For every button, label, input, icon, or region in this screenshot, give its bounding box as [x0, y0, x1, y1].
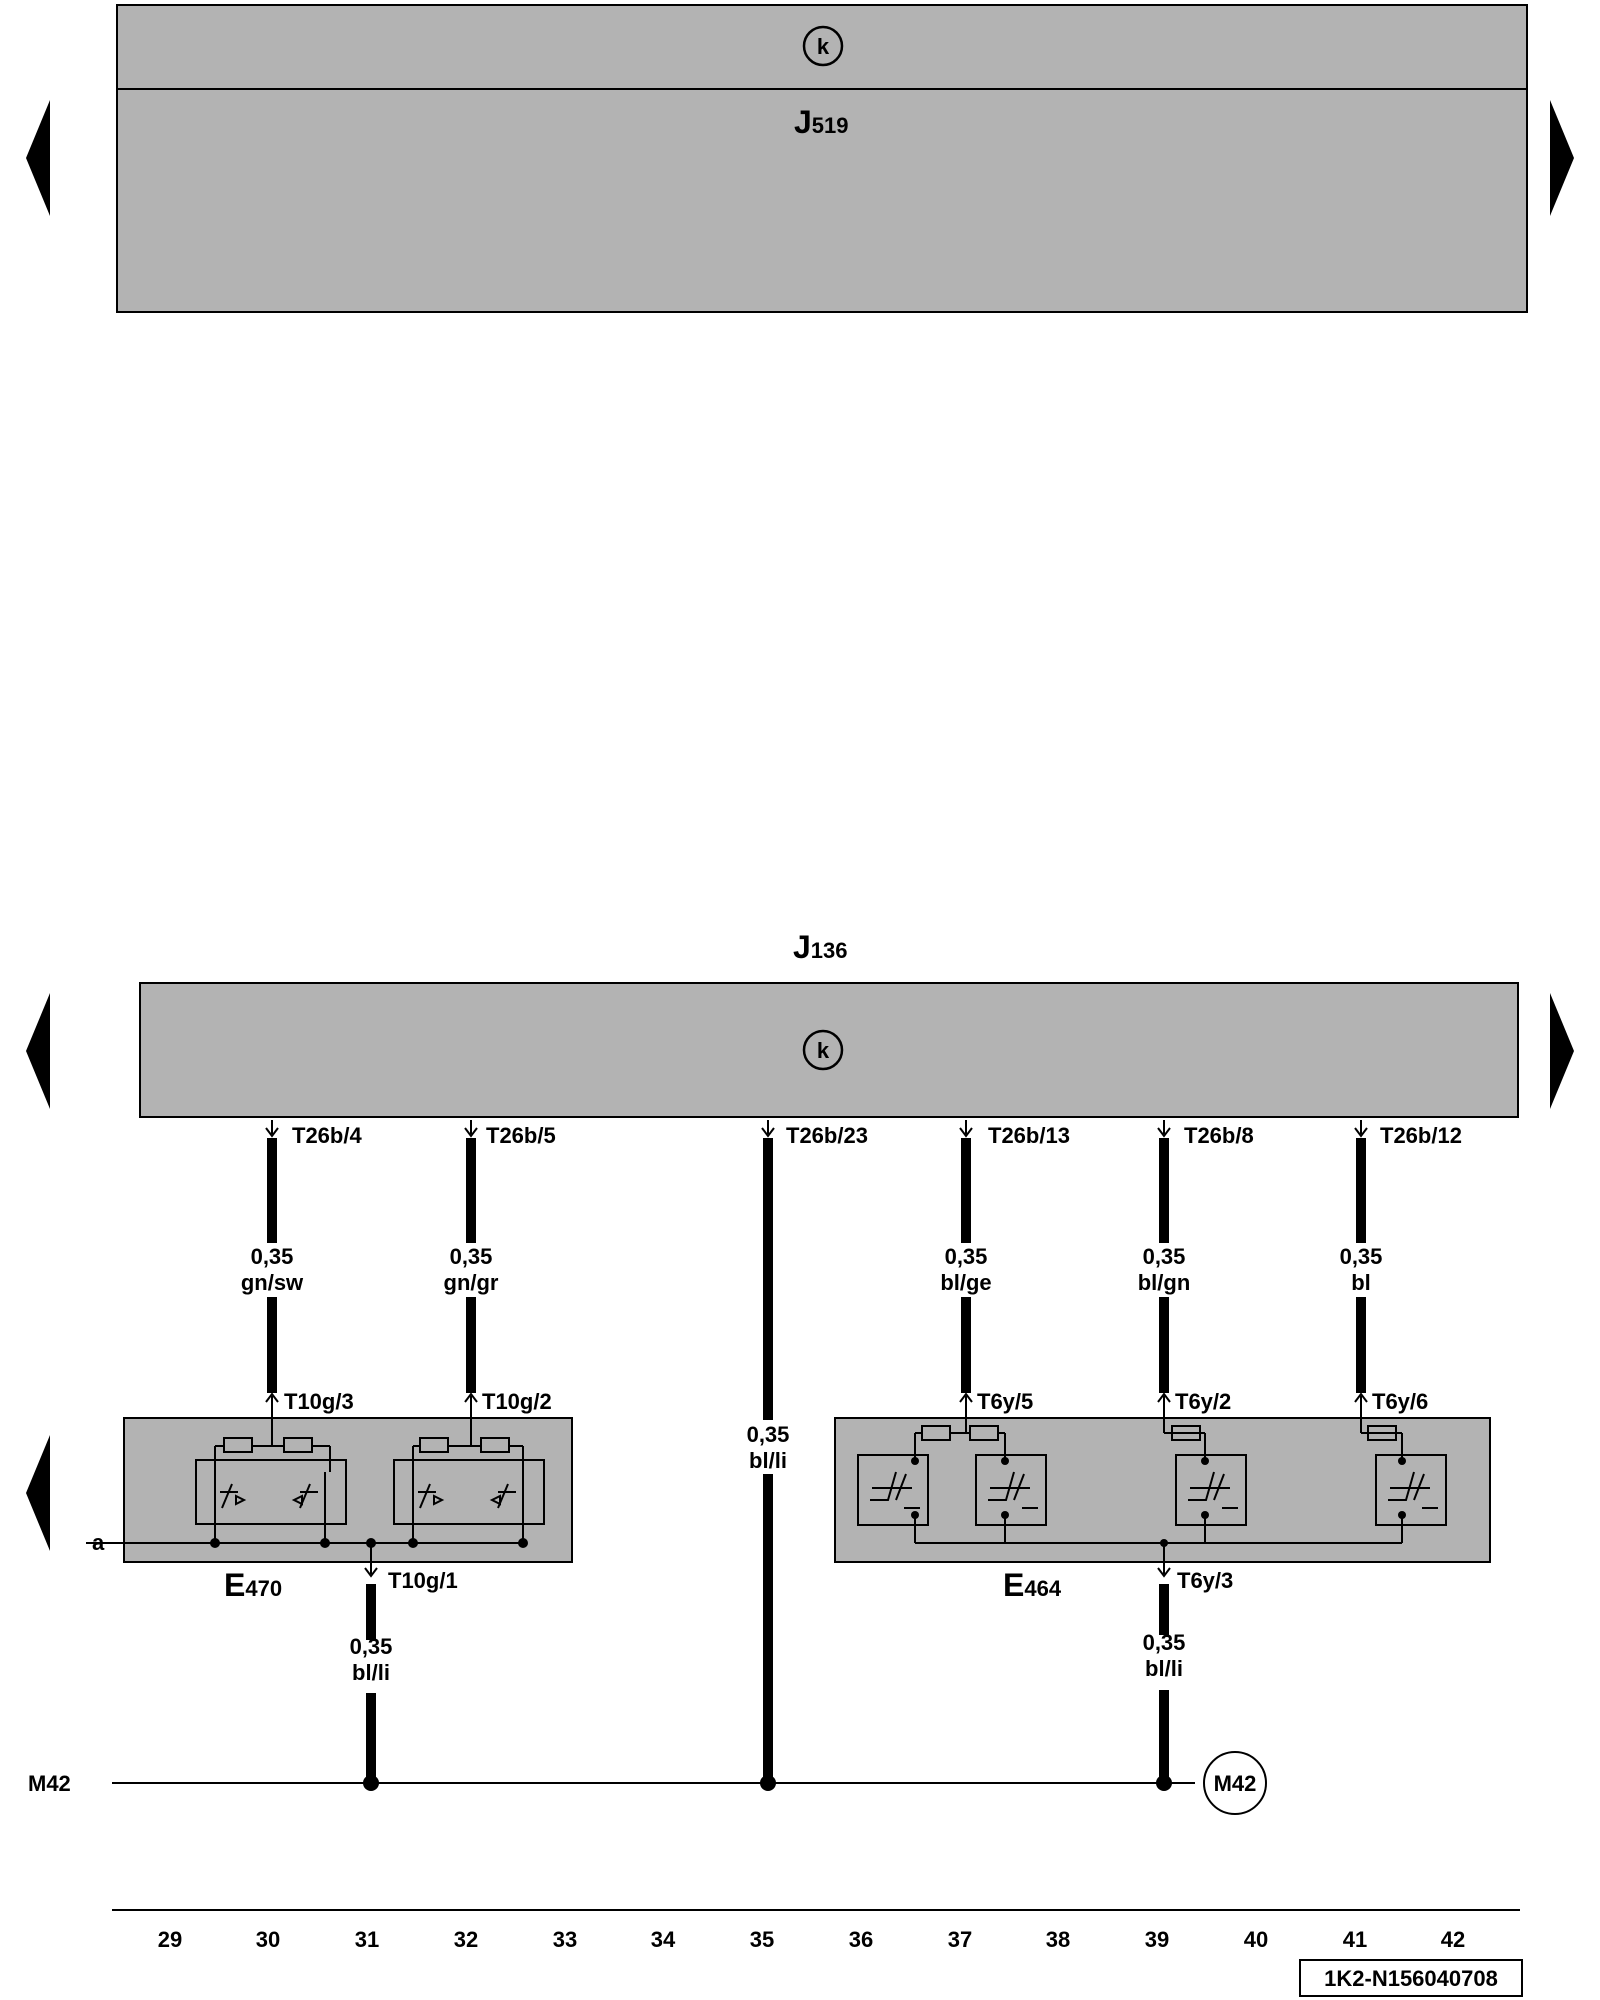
junction-dots	[210, 1538, 528, 1548]
pin-label: T26b/13	[988, 1123, 1070, 1148]
pin-label: T6y/2	[1175, 1389, 1231, 1414]
junction-dots	[363, 1775, 1172, 1791]
j519-label: J519	[794, 104, 849, 140]
pin-label: T6y/6	[1372, 1389, 1428, 1414]
e464-internal-circuit	[857, 1410, 1447, 1562]
svg-text:0,35: 0,35	[1143, 1244, 1186, 1269]
svg-text:bl/li: bl/li	[352, 1660, 390, 1685]
svg-text:k: k	[817, 34, 830, 59]
pin-markers	[265, 1120, 1368, 1138]
next-page-arrow-icon[interactable]	[1550, 993, 1574, 1109]
pin-label: T6y/3	[1177, 1568, 1233, 1593]
control-unit-j519-box	[116, 4, 1528, 313]
wire-label: 0,35 bl/ge	[940, 1244, 991, 1295]
svg-text:gn/sw: gn/sw	[241, 1270, 304, 1295]
ground-point-circle-label: M42	[1214, 1771, 1257, 1796]
svg-text:39: 39	[1145, 1927, 1169, 1952]
svg-text:29: 29	[158, 1927, 182, 1952]
prev-page-arrow-icon[interactable]	[26, 100, 50, 216]
pin-label: T6y/5	[977, 1389, 1033, 1414]
ground-symbol-icon: k	[802, 25, 844, 67]
wire-label: 0,35 bl	[1340, 1244, 1383, 1295]
svg-text:bl: bl	[1351, 1270, 1371, 1295]
svg-text:0,35: 0,35	[350, 1634, 393, 1659]
svg-text:32: 32	[454, 1927, 478, 1952]
pin-label: T26b/4	[292, 1123, 362, 1148]
svg-text:0,35: 0,35	[251, 1244, 294, 1269]
wire-label: 0,35 bl/li	[1143, 1630, 1186, 1681]
ground-symbol-icon: k	[802, 1029, 844, 1071]
svg-text:0,35: 0,35	[1143, 1630, 1186, 1655]
svg-text:0,35: 0,35	[945, 1244, 988, 1269]
switch-module-e464-box	[834, 1417, 1491, 1563]
diagram-id: 1K2-N156040708	[1324, 1966, 1498, 1991]
svg-text:42: 42	[1441, 1927, 1465, 1952]
ground-point-m42-icon	[1203, 1751, 1267, 1815]
wire-label: 0,35 bl/li	[350, 1634, 393, 1685]
svg-text:38: 38	[1046, 1927, 1070, 1952]
svg-text:33: 33	[553, 1927, 577, 1952]
ground-point-label: M42	[28, 1771, 71, 1796]
pin-label: T10g/2	[482, 1389, 552, 1414]
svg-text:31: 31	[355, 1927, 379, 1952]
prev-page-arrow-icon[interactable]	[26, 1435, 50, 1551]
svg-text:gn/gr: gn/gr	[444, 1270, 499, 1295]
svg-text:30: 30	[256, 1927, 280, 1952]
pin-label: T26b/8	[1184, 1123, 1254, 1148]
svg-text:k: k	[817, 1038, 830, 1063]
pin-label: T26b/5	[486, 1123, 556, 1148]
pin-label: T10g/1	[388, 1568, 458, 1593]
next-page-arrow-icon[interactable]	[1550, 100, 1574, 216]
e470-label: E470	[224, 1567, 282, 1603]
prev-page-arrow-icon[interactable]	[26, 993, 50, 1109]
wire-label: 0,35 gn/sw	[241, 1244, 304, 1295]
j136-label: J136	[793, 929, 848, 965]
svg-text:40: 40	[1244, 1927, 1268, 1952]
svg-text:bl/gn: bl/gn	[1138, 1270, 1191, 1295]
svg-text:34: 34	[651, 1927, 676, 1952]
svg-text:bl/ge: bl/ge	[940, 1270, 991, 1295]
pin-label: T10g/3	[284, 1389, 354, 1414]
diagram-id-box	[1299, 1959, 1523, 1997]
svg-text:bl/li: bl/li	[1145, 1656, 1183, 1681]
e470-internal-circuit	[86, 1410, 545, 1562]
svg-text:0,35: 0,35	[450, 1244, 493, 1269]
svg-text:0,35: 0,35	[1340, 1244, 1383, 1269]
wire-label: 0,35 bl/li	[747, 1422, 790, 1473]
wire-label: 0,35 gn/gr	[444, 1244, 499, 1295]
ground-bus-label: a	[92, 1530, 105, 1555]
junction-dots	[911, 1457, 1406, 1547]
svg-text:37: 37	[948, 1927, 972, 1952]
svg-text:36: 36	[849, 1927, 873, 1952]
control-unit-j136-box	[139, 982, 1519, 1118]
pin-label: T26b/12	[1380, 1123, 1462, 1148]
e464-label: E464	[1003, 1567, 1062, 1603]
svg-text:41: 41	[1343, 1927, 1367, 1952]
svg-text:0,35: 0,35	[747, 1422, 790, 1447]
svg-text:35: 35	[750, 1927, 774, 1952]
column-numbers: 29 30 31 32 33 34 35 36 37 38 39 40 41 4…	[158, 1927, 1465, 1952]
pin-label: T26b/23	[786, 1123, 868, 1148]
wire-label: 0,35 bl/gn	[1138, 1244, 1191, 1295]
svg-text:bl/li: bl/li	[749, 1448, 787, 1473]
